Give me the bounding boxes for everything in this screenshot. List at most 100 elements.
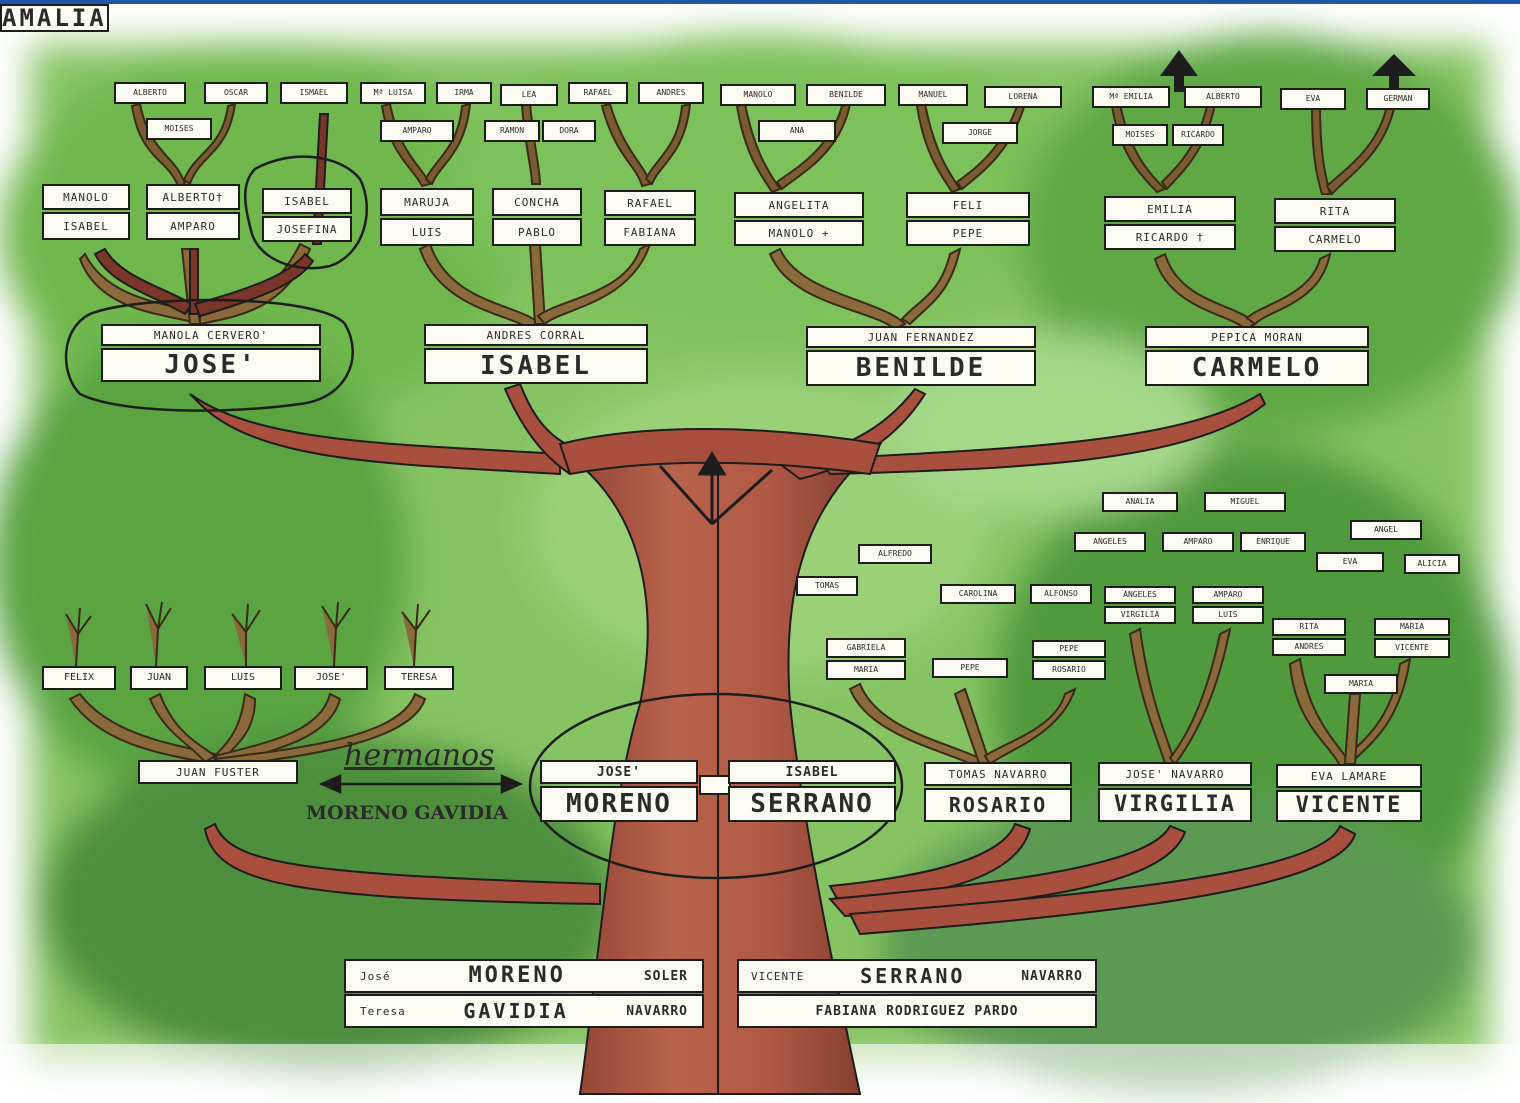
- uncle-4-name: VICENTE: [1276, 790, 1422, 822]
- virgilia-desc-1: ANGELES: [1104, 586, 1176, 604]
- ggc-15: EVA: [1280, 88, 1346, 110]
- amalia-child-5: TERESA: [384, 666, 454, 690]
- ggc-8: ANDRES: [638, 82, 704, 104]
- small-branches: [68, 242, 1412, 771]
- ggc-11: MANUEL: [898, 84, 968, 106]
- root-moreno-line2: Teresa GAVIDIA NAVARRO: [344, 994, 704, 1028]
- g3-6: JORGE: [942, 122, 1018, 144]
- virgilia-desc-7: ENRIQUE: [1240, 532, 1306, 552]
- child-4-name: CARMELO: [1145, 350, 1369, 386]
- siblings-note-word: hermanos: [344, 738, 495, 773]
- center-arrows: [658, 451, 774, 526]
- root-moreno-surname2: SOLER: [643, 968, 688, 984]
- gc-7-top: ANGELITA: [734, 192, 864, 218]
- uncle-3-spouse: JOSE' NAVARRO: [1098, 762, 1252, 786]
- amalia-child-2: JUAN: [130, 666, 188, 690]
- g3-7: MOISES: [1112, 124, 1168, 146]
- uncle-3-name: VIRGILIA: [1098, 788, 1252, 822]
- lower-branches: [203, 822, 1357, 936]
- rosario-desc-6: TOMAS: [796, 576, 858, 596]
- vicente-desc-7: ALICIA: [1404, 554, 1460, 574]
- virgilia-desc-4: LUIS: [1192, 606, 1264, 624]
- uncle-2-spouse: TOMAS NAVARRO: [924, 762, 1072, 786]
- amalia-child-4: JOSE': [294, 666, 368, 690]
- gc-9-bottom: RICARDO †: [1104, 224, 1236, 250]
- uncle-2-name: ROSARIO: [924, 788, 1072, 822]
- couple-wife-surname: SERRANO: [728, 786, 896, 822]
- ggc-7: RAFAEL: [568, 82, 628, 104]
- couple-husband-first: JOSE': [540, 760, 698, 784]
- gc-5-bottom: PABLO: [492, 218, 582, 246]
- g3-5: ANA: [758, 120, 836, 142]
- root-moreno-first: José: [360, 969, 391, 983]
- root-gavidia-surname: GAVIDIA: [463, 999, 569, 1023]
- child-3-spouse: JUAN FERNANDEZ: [806, 326, 1036, 348]
- g3-3: RAMON: [484, 120, 540, 142]
- gc-2-bottom: AMPARO: [146, 212, 240, 240]
- uncle-4-spouse: EVA LAMARE: [1276, 764, 1422, 788]
- siblings-note-surnames: MORENO GAVIDIA: [306, 802, 508, 824]
- amalia-child-1: FELIX: [42, 666, 116, 690]
- rosario-desc-4: ALFREDO: [858, 544, 932, 564]
- vicente-desc-4: VICENTE: [1374, 638, 1450, 658]
- ggc-2: OSCAR: [204, 82, 268, 104]
- child-3-name: BENILDE: [806, 350, 1036, 386]
- vicente-desc-2: ANDRES: [1272, 638, 1346, 656]
- virgilia-desc-9: MIGUEL: [1204, 492, 1286, 512]
- rosario-desc-8: ROSARIO: [1032, 660, 1106, 680]
- ggc-13: Mª EMILIA: [1092, 86, 1170, 108]
- gc-4-top: MARUJA: [380, 188, 474, 216]
- root-moreno-line1: José MORENO SOLER: [344, 959, 704, 993]
- g3-4: DORA: [542, 120, 596, 142]
- root-serrano-surname2: NAVARRO: [1021, 968, 1083, 984]
- root-serrano-surname: SERRANO: [860, 964, 966, 988]
- rosario-desc-1: PEPE: [932, 658, 1008, 678]
- root-rodriguez-line2: FABIANA RODRIGUEZ PARDO: [737, 994, 1097, 1028]
- rosario-desc-5: GABRIELA: [826, 638, 906, 658]
- gc-6-top: RAFAEL: [604, 190, 696, 216]
- rosario-desc-7: PEPE: [1032, 640, 1106, 658]
- upper-branches: [189, 382, 1267, 481]
- g3-8: RICARDO: [1172, 124, 1224, 146]
- virgilia-desc-5: ANGELES: [1074, 532, 1146, 552]
- gc-1-top: MANOLO: [42, 184, 130, 210]
- gc-6-bottom: FABIANA: [604, 218, 696, 246]
- ggc-12: LORENA: [984, 86, 1062, 108]
- gc-8-bottom: PEPE: [906, 220, 1030, 246]
- gc-4-bottom: LUIS: [380, 218, 474, 246]
- highlight-circles: [64, 155, 904, 880]
- couple-husband-surname: MORENO: [540, 786, 698, 822]
- uncle-1-spouse: JUAN FUSTER: [138, 760, 298, 784]
- gc-1-bottom: ISABEL: [42, 212, 130, 240]
- ggc-14: ALBERTO: [1184, 86, 1262, 108]
- gc-8-top: FELI: [906, 192, 1030, 218]
- ggc-9: MANOLO: [720, 84, 796, 106]
- gc-9-top: EMILIA: [1104, 196, 1236, 222]
- ggc-10: BENILDE: [806, 84, 886, 106]
- siblings-arrow: [318, 774, 524, 794]
- bare-saplings: [65, 601, 431, 667]
- vicente-desc-8: ANGEL: [1350, 520, 1422, 540]
- g3-1: MOISES: [146, 118, 212, 140]
- amalia-child-3: LUIS: [204, 666, 282, 690]
- gc-7-bottom: MANOLO +: [734, 220, 864, 246]
- g3-2: AMPARO: [380, 120, 454, 142]
- ggc-4: Mª LUISA: [360, 82, 426, 104]
- root-gavidia-surname2: NAVARRO: [626, 1003, 688, 1019]
- ggc-16: GERMAN: [1366, 88, 1430, 110]
- uncle-1-name: AMALIA: [0, 4, 109, 32]
- child-1-name: JOSE': [101, 348, 321, 382]
- virgilia-desc-6: AMPARO: [1162, 532, 1234, 552]
- vicente-desc-1: RITA: [1272, 618, 1346, 636]
- gc-10-top: RITA: [1274, 198, 1396, 224]
- root-serrano-line1: VICENTE SERRANO NAVARRO: [737, 959, 1097, 993]
- child-2-spouse: ANDRES CORRAL: [424, 324, 648, 346]
- ggc-1: ALBERTO: [114, 82, 186, 104]
- tree-artwork: [0, 34, 1520, 1103]
- couple-wife-first: ISABEL: [728, 760, 896, 784]
- top-small-branches: [130, 102, 1397, 196]
- vicente-desc-3: MARIA: [1374, 618, 1450, 636]
- vicente-desc-5: MARIA: [1324, 674, 1398, 694]
- root-serrano-first: VICENTE: [751, 969, 805, 983]
